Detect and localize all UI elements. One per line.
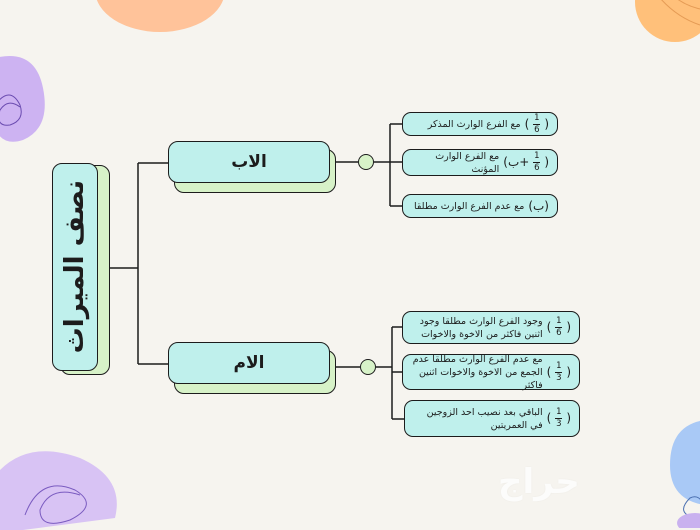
- mother-item-2-text: مع عدم الفرع الوارث مطلقا عدم الجمع من ا…: [412, 353, 543, 391]
- decor-purple-blob-left: [0, 56, 45, 142]
- mother-item-3-text: الباقي بعد نصيب احد الزوجين في العمريتين: [426, 406, 543, 431]
- father-item-3: (ب) مع عدم الفرع الوارث مطلقا: [402, 194, 558, 218]
- decor-orange-blob-right: [635, 0, 700, 42]
- decor-orange-blob-top: [96, 0, 224, 32]
- decor-purple-blob-bottom: [0, 451, 117, 530]
- father-item-1-text: مع الفرع الوارث المذكر: [427, 118, 521, 130]
- haraj-watermark: حراج: [498, 462, 580, 502]
- branch-mother-node-dot: [360, 359, 376, 375]
- mother-item-1-text: وجود الفرع الوارث مطلقا وجود اثنين فاكثر…: [419, 315, 543, 340]
- branch-mother-label: الام: [233, 353, 265, 373]
- father-item-2-text: مع الفرع الوارث المؤنث: [435, 150, 500, 175]
- root-node: نصف الميراث: [52, 163, 110, 375]
- branch-father-label: الاب: [231, 152, 267, 172]
- branch-father: الاب: [168, 141, 338, 193]
- branch-mother-card: الام: [168, 342, 330, 384]
- root-node-card: نصف الميراث: [52, 163, 98, 371]
- decor-blue-blob-right: [670, 421, 700, 528]
- father-item-3-text: مع عدم الفرع الوارث مطلقا: [413, 200, 525, 212]
- root-title: نصف الميراث: [60, 180, 90, 354]
- branch-mother: الام: [168, 342, 338, 394]
- branch-father-node-dot: [358, 154, 374, 170]
- branch-father-card: الاب: [168, 141, 330, 183]
